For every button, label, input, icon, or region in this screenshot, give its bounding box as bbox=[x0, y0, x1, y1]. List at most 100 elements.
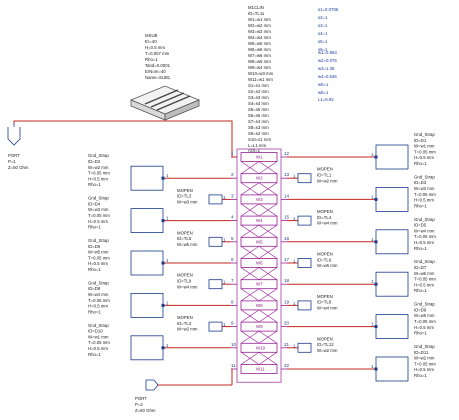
gnd-strap-box bbox=[375, 186, 409, 212]
coupling-chevron bbox=[240, 351, 278, 365]
var-eq: w1=0.863 bbox=[318, 50, 337, 55]
substrate-icon bbox=[129, 85, 201, 121]
pin-number: 4 bbox=[231, 215, 234, 220]
var-eq: w5=1 bbox=[318, 82, 329, 87]
mopen-param: MOPEN bbox=[177, 273, 193, 278]
pin-number: 15 bbox=[284, 215, 290, 220]
port-2[interactable]: PORT P=2 Z=50 Ohm bbox=[135, 379, 159, 413]
gnd-strap-param: Rho=1 bbox=[414, 203, 427, 208]
port-1-text: PORT P=1 Z=50 Ohm bbox=[8, 153, 29, 170]
port-2-text: PORT P=2 Z=50 Ohm bbox=[135, 396, 156, 413]
m1clin-line: S4=s4 mm bbox=[248, 101, 269, 106]
pin-number: 1 bbox=[293, 301, 296, 306]
wires bbox=[163, 156, 376, 385]
coupling-chevron bbox=[240, 267, 278, 280]
port-2-symbol bbox=[145, 379, 159, 391]
m1clin-line: S1=s1 mm bbox=[248, 83, 269, 88]
port-1[interactable]: PORT P=1 Z=50 Ohm bbox=[7, 123, 29, 170]
pin-number: 1 bbox=[371, 237, 374, 242]
msub-line: Name=SUB1 bbox=[145, 75, 171, 80]
mopen-box bbox=[208, 194, 223, 205]
coupling-chevron bbox=[240, 182, 278, 196]
mopen-param: ID=TL5 bbox=[177, 236, 192, 241]
gnd-strap-param: Gnd_Strap bbox=[88, 153, 109, 158]
pin-number: 1 bbox=[293, 259, 296, 264]
vars-top[interactable]: s1=0.0796 s2=1 s3=1 s4=1 s5=1 s6=1 bbox=[318, 7, 339, 52]
pin-number: 1 bbox=[223, 280, 226, 285]
gnd-strap-param: ID=D9 bbox=[414, 307, 427, 312]
pin-number: 22 bbox=[284, 363, 290, 368]
pin-number: 17 bbox=[284, 257, 290, 262]
var-eq: s6=1 bbox=[318, 47, 328, 52]
gnd-strap-param: Gnd_Strap bbox=[88, 323, 109, 328]
gnd-strap-param: W=w1 mm bbox=[414, 144, 435, 149]
gnd-strap-box bbox=[130, 165, 164, 191]
pin-number: 2 bbox=[231, 172, 234, 177]
mopen-param: ID=TL6 bbox=[317, 257, 332, 262]
vars-mid[interactable]: w1=0.863 w2=0.075 w3=1.36 w4=0.636 w5=1 … bbox=[318, 50, 338, 95]
coupled-line-strip bbox=[240, 364, 278, 374]
mopen-param: W=w5 mm bbox=[177, 242, 198, 247]
pin-number: 1 bbox=[231, 151, 234, 156]
mopen-box bbox=[208, 279, 223, 290]
gnd-strap-pin bbox=[374, 155, 378, 159]
gnd-strap-param: Gnd_Strap bbox=[414, 302, 435, 307]
gnd-strap-param: Gnd_Strap bbox=[414, 132, 435, 137]
coupling-chevron bbox=[240, 288, 278, 302]
gnd-strap-param: ID=D10 bbox=[88, 329, 103, 334]
m1clin-line: W11=w1 mm bbox=[248, 77, 273, 82]
gnd-strap-param: Rho=1 bbox=[414, 373, 427, 378]
pin-number: 6 bbox=[231, 257, 234, 262]
msub-block[interactable]: MSUB Er=40 H=0.5 mm T=0.007 mm Rho=1 Tan… bbox=[129, 33, 201, 121]
m1clin-line: L=L1 mm bbox=[248, 143, 266, 148]
pin-number: 1 bbox=[166, 216, 169, 221]
port-2-line: P=2 bbox=[135, 402, 143, 407]
gnd-strap-box bbox=[130, 335, 164, 361]
gnd-strap-param: Gnd_Strap bbox=[414, 344, 435, 349]
pin-number: 3 bbox=[231, 193, 234, 198]
msub-line: MSUB bbox=[145, 33, 158, 38]
gnd-strap-param: W=w4 mm bbox=[88, 292, 109, 297]
gnd-strap-param: W=w3 mm bbox=[88, 207, 109, 212]
var-eq: s4=1 bbox=[318, 31, 328, 36]
port-1-line: PORT bbox=[8, 153, 20, 158]
coupled-line-frame bbox=[236, 148, 282, 383]
port-2-line: Z=50 Ohm bbox=[135, 408, 156, 413]
gnd-strap-pin bbox=[161, 303, 165, 307]
pin-number: 1 bbox=[223, 322, 226, 327]
gnd-strap-param: Rho=1 bbox=[414, 331, 427, 336]
coupling-chevron bbox=[240, 330, 278, 344]
gnd-strap-param: W=w2 mm bbox=[414, 356, 435, 361]
gnd-strap-param: H=0.5 mm bbox=[414, 240, 434, 245]
mopen-param: W=w4 mm bbox=[317, 221, 338, 226]
pin-number: 13 bbox=[284, 172, 290, 177]
m1clin-line: Acs=1 bbox=[248, 148, 261, 153]
gnd-strap-param: Rho=1 bbox=[414, 161, 427, 166]
var-eq-L[interactable]: L1=6.92 bbox=[318, 97, 334, 102]
gnd-strap-param: W=w5 mm bbox=[414, 313, 435, 318]
gnd-strap-param: ID=D8 bbox=[88, 286, 101, 291]
gnd-strap-param: Rho=1 bbox=[88, 225, 101, 230]
